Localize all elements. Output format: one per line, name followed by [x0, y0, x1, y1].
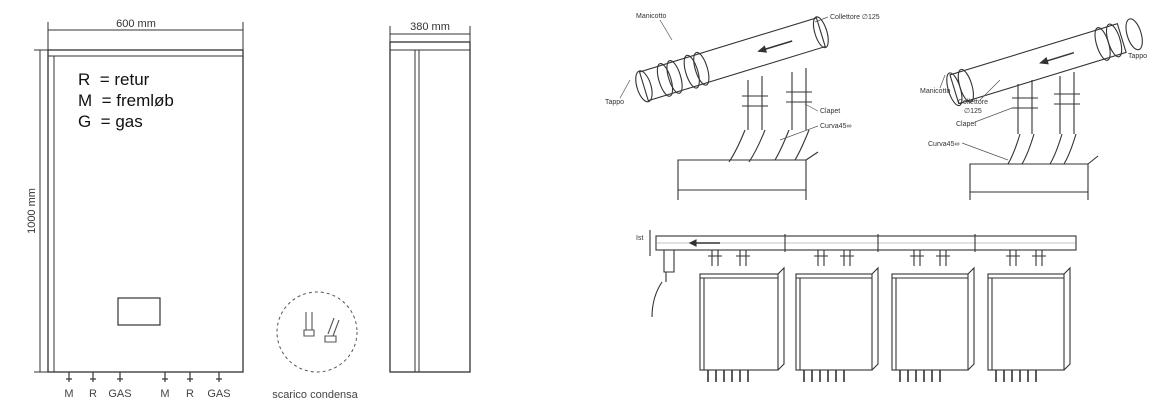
manifold-left-tappo-label: Tappo — [605, 99, 624, 106]
manifold-right-clapet-label: Clapet — [956, 121, 976, 128]
manifold-right-leaders — [939, 74, 1013, 161]
manifold-right-elbows — [1007, 133, 1077, 165]
connection-label-gas-1: GAS — [108, 388, 131, 400]
legend-gas: G = gas — [78, 112, 143, 131]
manifold-left-labels: Manicotto Collettore ∅125 Tappo Clapet C… — [605, 13, 880, 130]
manifold-left-clapet-label: Clapet — [820, 108, 840, 115]
manifold-right-labels: Manicotto Collettore ∅125 Clapet Curva45… — [920, 53, 1147, 148]
condensate-detail-circle — [276, 291, 358, 373]
manifold-right-collettore-label-1: Collettore — [958, 99, 988, 106]
cascade-boiler-2 — [795, 250, 879, 382]
manifold-left-elbows — [728, 129, 810, 163]
legend-return: R = retur — [78, 70, 150, 89]
cascade-system — [649, 230, 1077, 382]
boiler-front-body — [47, 49, 244, 373]
cascade-boiler-1 — [699, 250, 785, 382]
manifold-right — [946, 18, 1143, 200]
manifold-right-boiler-top — [969, 155, 1099, 200]
connection-label-gas-2: GAS — [207, 388, 230, 400]
manifold-right-curva-label: Curva45∞ — [928, 141, 959, 148]
manifold-left-pipe — [638, 17, 826, 102]
cascade-boiler-4 — [987, 250, 1071, 382]
cascade-condensate-trap — [651, 250, 675, 318]
condensate-detail — [276, 291, 358, 373]
connection-label-r-2: R — [186, 388, 194, 400]
depth-label: 380 mm — [410, 21, 450, 33]
manifold-left-boiler-top — [677, 151, 819, 200]
manifold-left — [635, 16, 829, 200]
connection-label-m-2: M — [160, 388, 169, 400]
condensate-pipe-1 — [303, 312, 315, 337]
condensate-label: scarico condensa — [272, 389, 358, 401]
manifold-right-collettore-label-2: ∅125 — [964, 108, 982, 115]
boiler-side-body — [389, 41, 471, 373]
connection-pipes — [66, 372, 222, 382]
connection-label-m-1: M — [64, 388, 73, 400]
manifold-left-collettore-label: Collettore ∅125 — [830, 14, 880, 21]
connection-labels: M R GAS M R GAS — [64, 388, 230, 400]
manifold-left-manicotto-label: Manicotto — [636, 13, 666, 20]
control-panel — [117, 297, 161, 326]
manifold-left-leaders — [619, 16, 829, 141]
manifold-right-manicotto-label: Manicotto — [920, 88, 950, 95]
manifold-left-drops — [747, 68, 807, 130]
connection-label-r-1: R — [89, 388, 97, 400]
front-view — [34, 22, 244, 382]
legend-flow: M = fremløb — [78, 91, 174, 110]
manifold-right-drops — [1017, 72, 1075, 134]
height-label: 1000 mm — [26, 188, 38, 234]
manifold-right-pipe — [949, 23, 1127, 105]
cascade-boiler-3 — [891, 250, 975, 382]
side-view — [389, 26, 471, 373]
width-label: 600 mm — [116, 18, 156, 30]
manifold-left-curva-label: Curva45∞ — [820, 123, 851, 130]
manifold-right-tappo-label: Tappo — [1128, 53, 1147, 60]
condensate-pipe-2 — [324, 317, 340, 343]
cascade-label: Ist — [636, 235, 643, 242]
